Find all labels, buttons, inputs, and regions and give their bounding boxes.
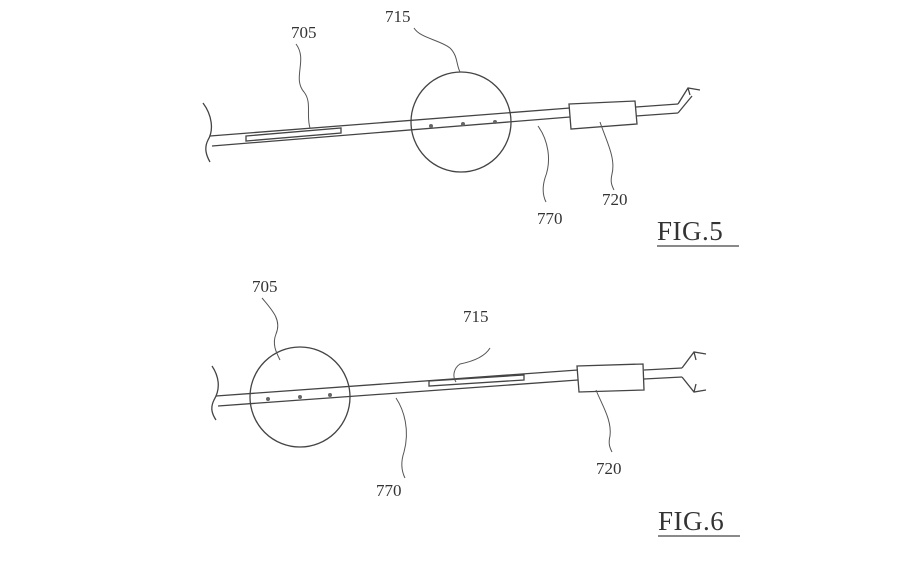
- fig5-hole-1: [429, 124, 433, 128]
- fig5-label: FIG.5: [657, 216, 723, 246]
- figure-5: 705 715 770 720 FIG.5: [202, 7, 739, 247]
- fig5-ref-715: 715: [385, 7, 411, 26]
- fig5-hole-2: [461, 122, 465, 126]
- fig5-connector: [568, 100, 638, 130]
- fig5-disc: [410, 71, 512, 173]
- fig5-ref-705: 705: [291, 23, 317, 42]
- fig5-leader-720: [599, 121, 615, 191]
- fig6-disc: [249, 346, 351, 448]
- fig6-leader-770: [395, 397, 407, 479]
- fig6-leader-720: [595, 389, 613, 453]
- fig5-leader-705: [295, 43, 311, 129]
- fig5-slot: [245, 127, 342, 142]
- figure-6: 705 715 770 720 FIG.6: [211, 277, 740, 537]
- fig5-tip-top: [635, 103, 679, 108]
- fig6-ref-770: 770: [376, 481, 402, 500]
- fig5-tip-bottom: [635, 112, 679, 117]
- fig6-shaft-top: [215, 369, 579, 397]
- fig6-leader-715: [453, 347, 491, 383]
- fig6-hole-1: [266, 397, 270, 401]
- fig6-tip-top: [643, 367, 683, 371]
- fig5-ref-720: 720: [602, 190, 628, 209]
- fig6-ref-705: 705: [252, 277, 278, 296]
- fig5-shaft-bottom: [211, 116, 571, 147]
- fig5-break-line: [202, 102, 213, 163]
- fig6-leader-705: [261, 297, 281, 361]
- fig5-leader-715: [413, 27, 461, 73]
- fig6-break-line: [211, 365, 219, 421]
- fig6-slot: [428, 374, 525, 387]
- fig6-label: FIG.6: [658, 506, 724, 536]
- fig5-tip-hook: [677, 87, 701, 114]
- fig6-tip-bottom: [643, 376, 683, 380]
- fig6-tip-jaws: [681, 351, 707, 393]
- fig5-ref-770: 770: [537, 209, 563, 228]
- fig6-hole-3: [328, 393, 332, 397]
- fig6-shaft-bottom: [217, 379, 579, 407]
- fig5-leader-770: [537, 125, 549, 203]
- fig6-hole-2: [298, 395, 302, 399]
- fig5-hole-3: [493, 120, 497, 124]
- fig6-ref-715: 715: [463, 307, 489, 326]
- fig6-connector: [576, 363, 645, 393]
- fig6-ref-720: 720: [596, 459, 622, 478]
